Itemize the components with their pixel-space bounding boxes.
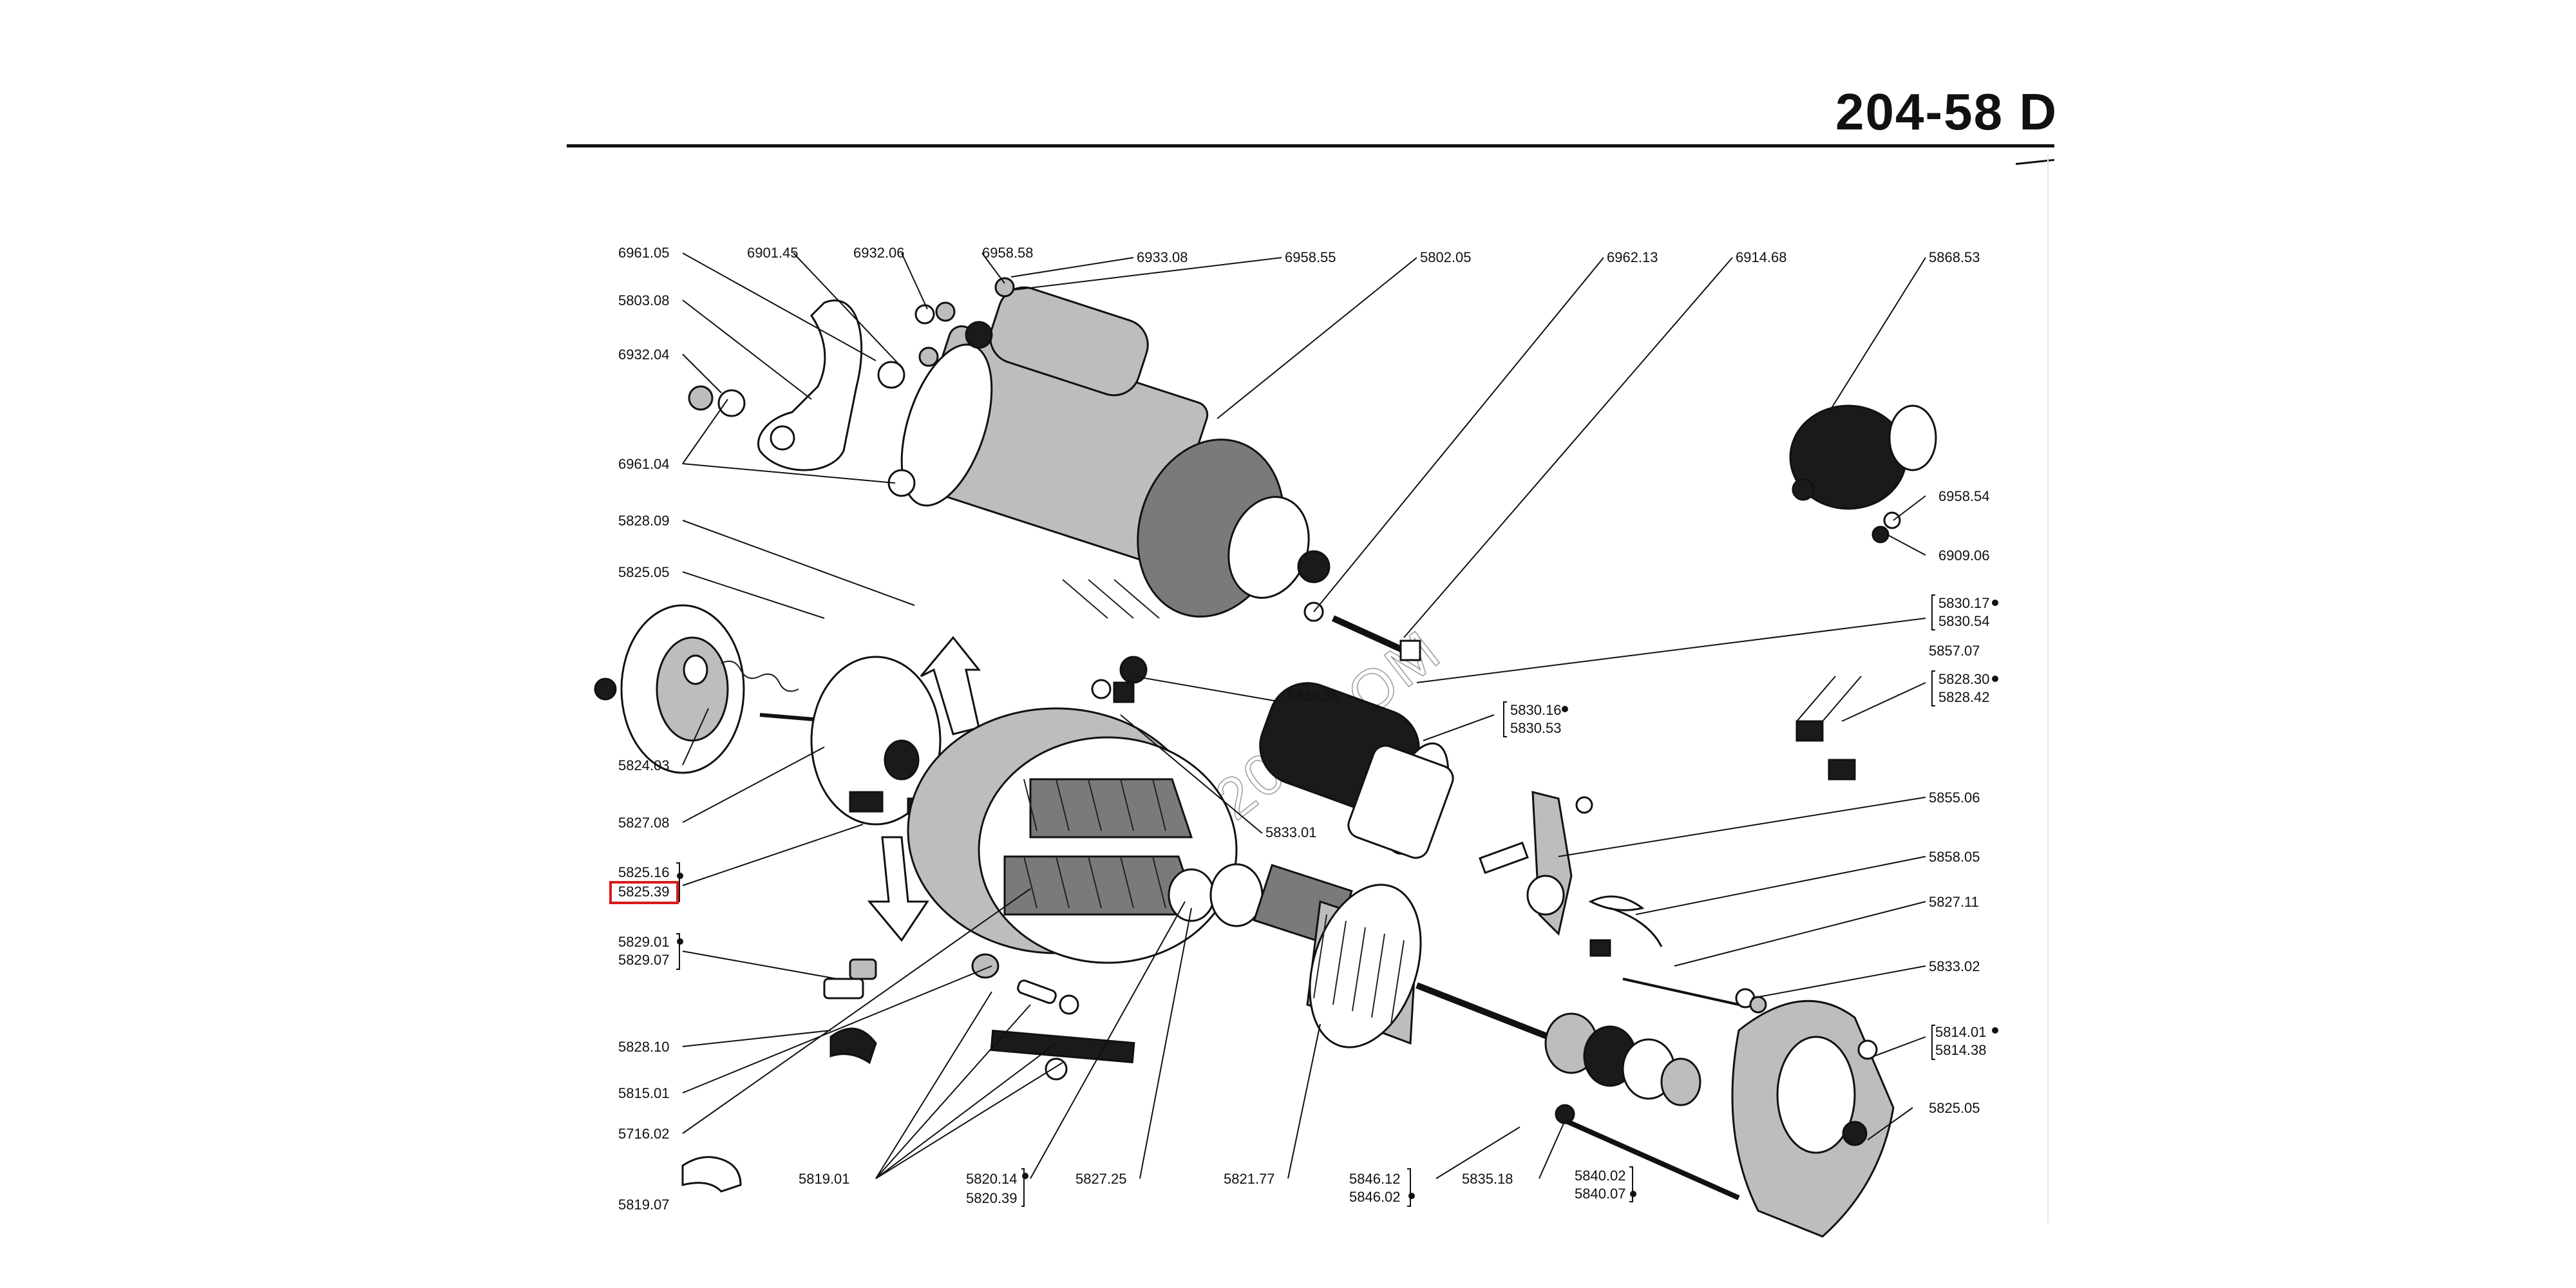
callout-label: 5821.77 [1224, 1171, 1275, 1187]
callout-label-highlighted: 5825.39 [618, 884, 670, 900]
callout-label: 5830.55 [1288, 688, 1340, 704]
brushes-right [1795, 676, 1862, 781]
callout-label: 5829.07 [618, 952, 670, 968]
callout-label: 5846.12 [1349, 1171, 1401, 1187]
callout-label: 5827.25 [1075, 1171, 1127, 1187]
fork-lever [1479, 791, 1663, 957]
small-parts-bottom [681, 953, 1135, 1193]
callout-labels: 6961.05 6901.45 6932.06 6958.58 6933.08 … [618, 245, 1990, 1213]
callout-label: 5828.10 [618, 1039, 670, 1055]
group-brackets [676, 594, 1998, 1207]
callout-label: 5833.01 [1265, 824, 1317, 840]
relay-unit [1789, 404, 1937, 544]
callout-label: 5815.01 [618, 1085, 670, 1101]
callout-label: 6933.08 [1137, 249, 1188, 265]
field-housing [907, 707, 1238, 964]
callout-label: 5819.07 [618, 1197, 670, 1213]
starter-motor-assembly [900, 286, 1331, 619]
callout-label: 5827.11 [1929, 894, 1979, 910]
long-bolt [1303, 601, 1421, 661]
callout-label: 5830.54 [1938, 613, 1990, 629]
callout-label: 5825.16 [618, 864, 670, 880]
drive-pinion [1544, 1012, 1740, 1200]
callout-label: 5803.08 [618, 292, 670, 308]
callout-label: 5846.02 [1349, 1189, 1401, 1205]
mounting-bracket [757, 299, 863, 471]
callout-label: 5840.07 [1575, 1186, 1626, 1202]
arrow-down [867, 836, 929, 942]
armature [1209, 863, 1566, 1048]
callout-label: 6958.55 [1285, 249, 1336, 265]
callout-label: 5835.18 [1462, 1171, 1513, 1187]
solenoid [1091, 656, 1454, 859]
callout-label: 5825.05 [618, 564, 670, 580]
callout-label: 5828.42 [1938, 689, 1990, 705]
callout-label: 5820.39 [966, 1190, 1018, 1206]
highlight-box [609, 881, 679, 904]
callout-label: 6958.58 [982, 245, 1034, 261]
callout-label: 6958.54 [1938, 488, 1990, 504]
fasteners-top-left [688, 277, 1015, 497]
callout-label: 6962.13 [1607, 249, 1658, 265]
callout-label: 6961.04 [618, 456, 670, 472]
callout-label: 6909.06 [1938, 547, 1990, 564]
leader-lines [682, 252, 1926, 1179]
callout-label: 5829.01 [618, 934, 670, 950]
callout-label: 5820.14 [966, 1171, 1018, 1187]
callout-label: 5825.05 [1929, 1100, 1980, 1116]
callout-label: 5830.16 [1510, 702, 1562, 718]
callout-label: 5830.53 [1510, 720, 1562, 736]
page-title: 204-58 D [1835, 83, 2058, 140]
callout-label: 5868.53 [1929, 249, 1980, 265]
end-plate-left [594, 604, 838, 774]
callout-label: 6901.45 [747, 245, 799, 261]
callout-label: 5858.05 [1929, 849, 1980, 865]
callout-label: 5828.30 [1938, 671, 1990, 687]
callout-label: 6932.06 [853, 245, 905, 261]
callout-label: 5833.02 [1929, 958, 1980, 974]
callout-label: 5819.01 [799, 1171, 850, 1187]
callout-label: 5840.02 [1575, 1168, 1626, 1184]
callout-label: 6961.05 [618, 245, 670, 261]
callout-label: 5814.38 [1935, 1042, 1987, 1058]
callout-label: 5802.05 [1420, 249, 1472, 265]
callout-label: 5828.09 [618, 513, 670, 529]
callout-label: 5855.06 [1929, 790, 1980, 806]
callout-label: 5824.03 [618, 757, 670, 773]
callout-label: 5827.08 [618, 815, 670, 831]
callout-label: 5814.01 [1935, 1024, 1987, 1040]
header-rule [567, 144, 2054, 147]
callout-label: 5857.07 [1929, 643, 1980, 659]
callout-label: 6932.04 [618, 346, 670, 363]
drive-end-housing [1622, 978, 1895, 1238]
arrow-up [920, 636, 981, 735]
callout-label: 6914.68 [1736, 249, 1787, 265]
callout-label: 5716.02 [618, 1126, 670, 1142]
callout-label: 5830.17 [1938, 595, 1990, 611]
